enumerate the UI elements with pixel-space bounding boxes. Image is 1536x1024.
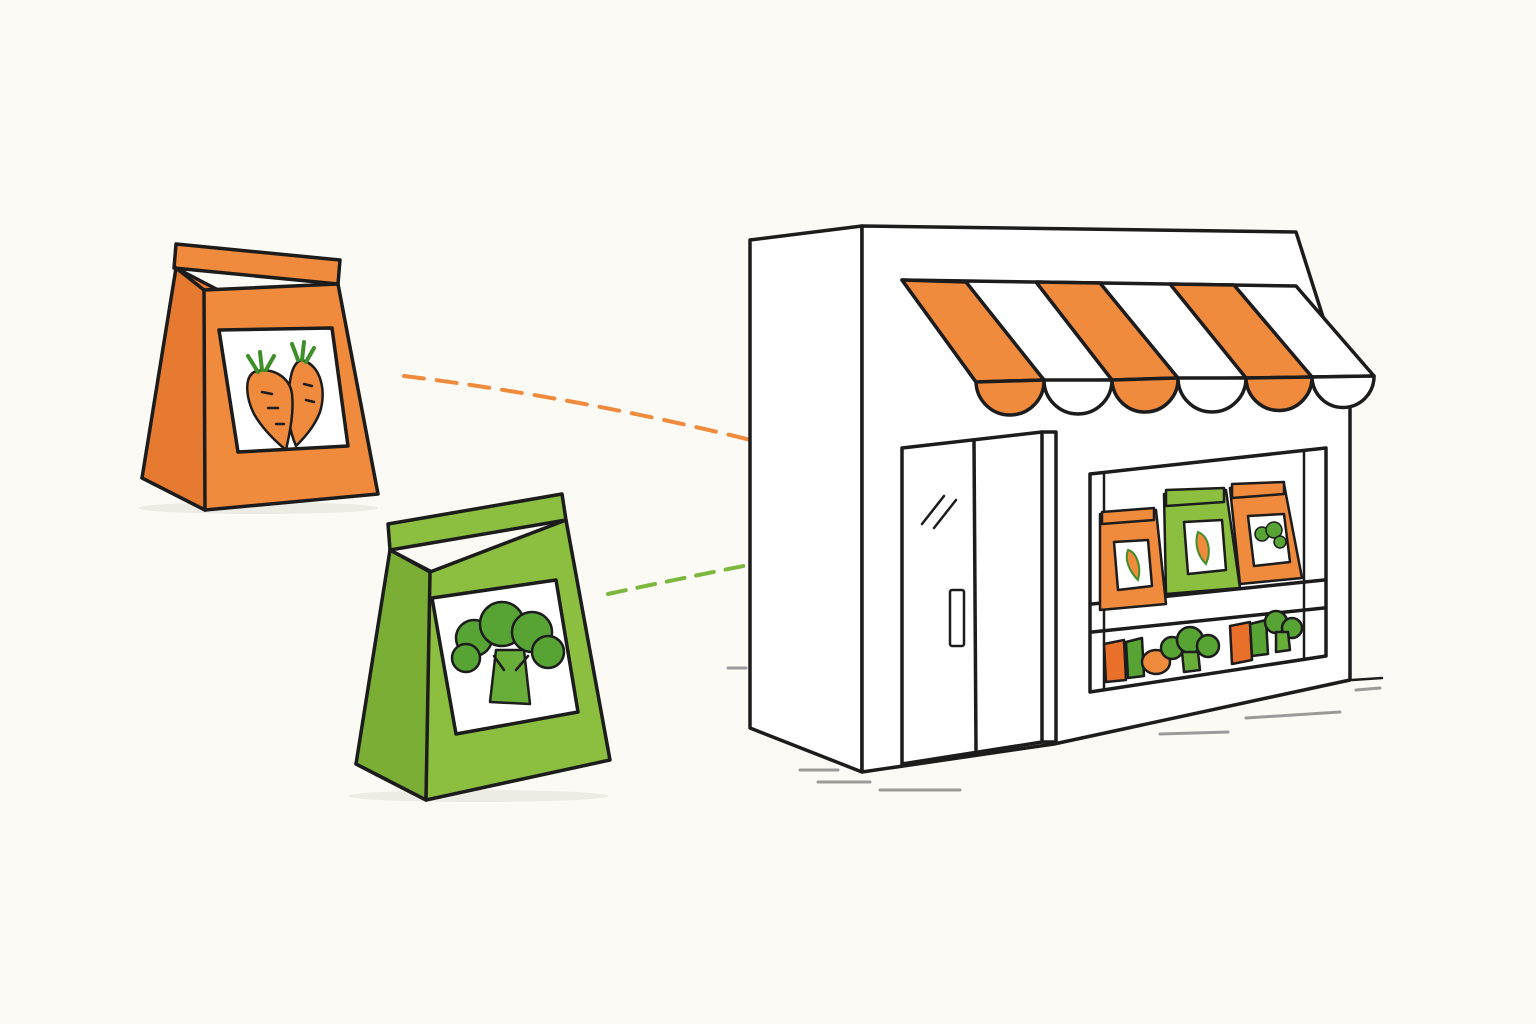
awning-valance [974, 374, 1376, 417]
orange-carrot-bag [138, 242, 380, 514]
window-bag-orange-left [1098, 506, 1168, 612]
window-produce [1102, 609, 1304, 684]
carrot-icon [1125, 548, 1141, 582]
store-door [900, 430, 1058, 766]
green-broccoli-bag [348, 492, 612, 802]
broccoli-icon [1254, 521, 1287, 549]
ground-shadow [726, 666, 1384, 792]
broccoli-icon [450, 600, 566, 706]
carrot-icon [1195, 530, 1210, 566]
shop-window [1088, 446, 1328, 694]
grocery-store [726, 224, 1384, 792]
window-bag-orange-right [1228, 480, 1304, 586]
window-bag-green-middle [1162, 486, 1242, 596]
carrot-icon [246, 340, 324, 452]
awning-stripes [900, 278, 1314, 384]
